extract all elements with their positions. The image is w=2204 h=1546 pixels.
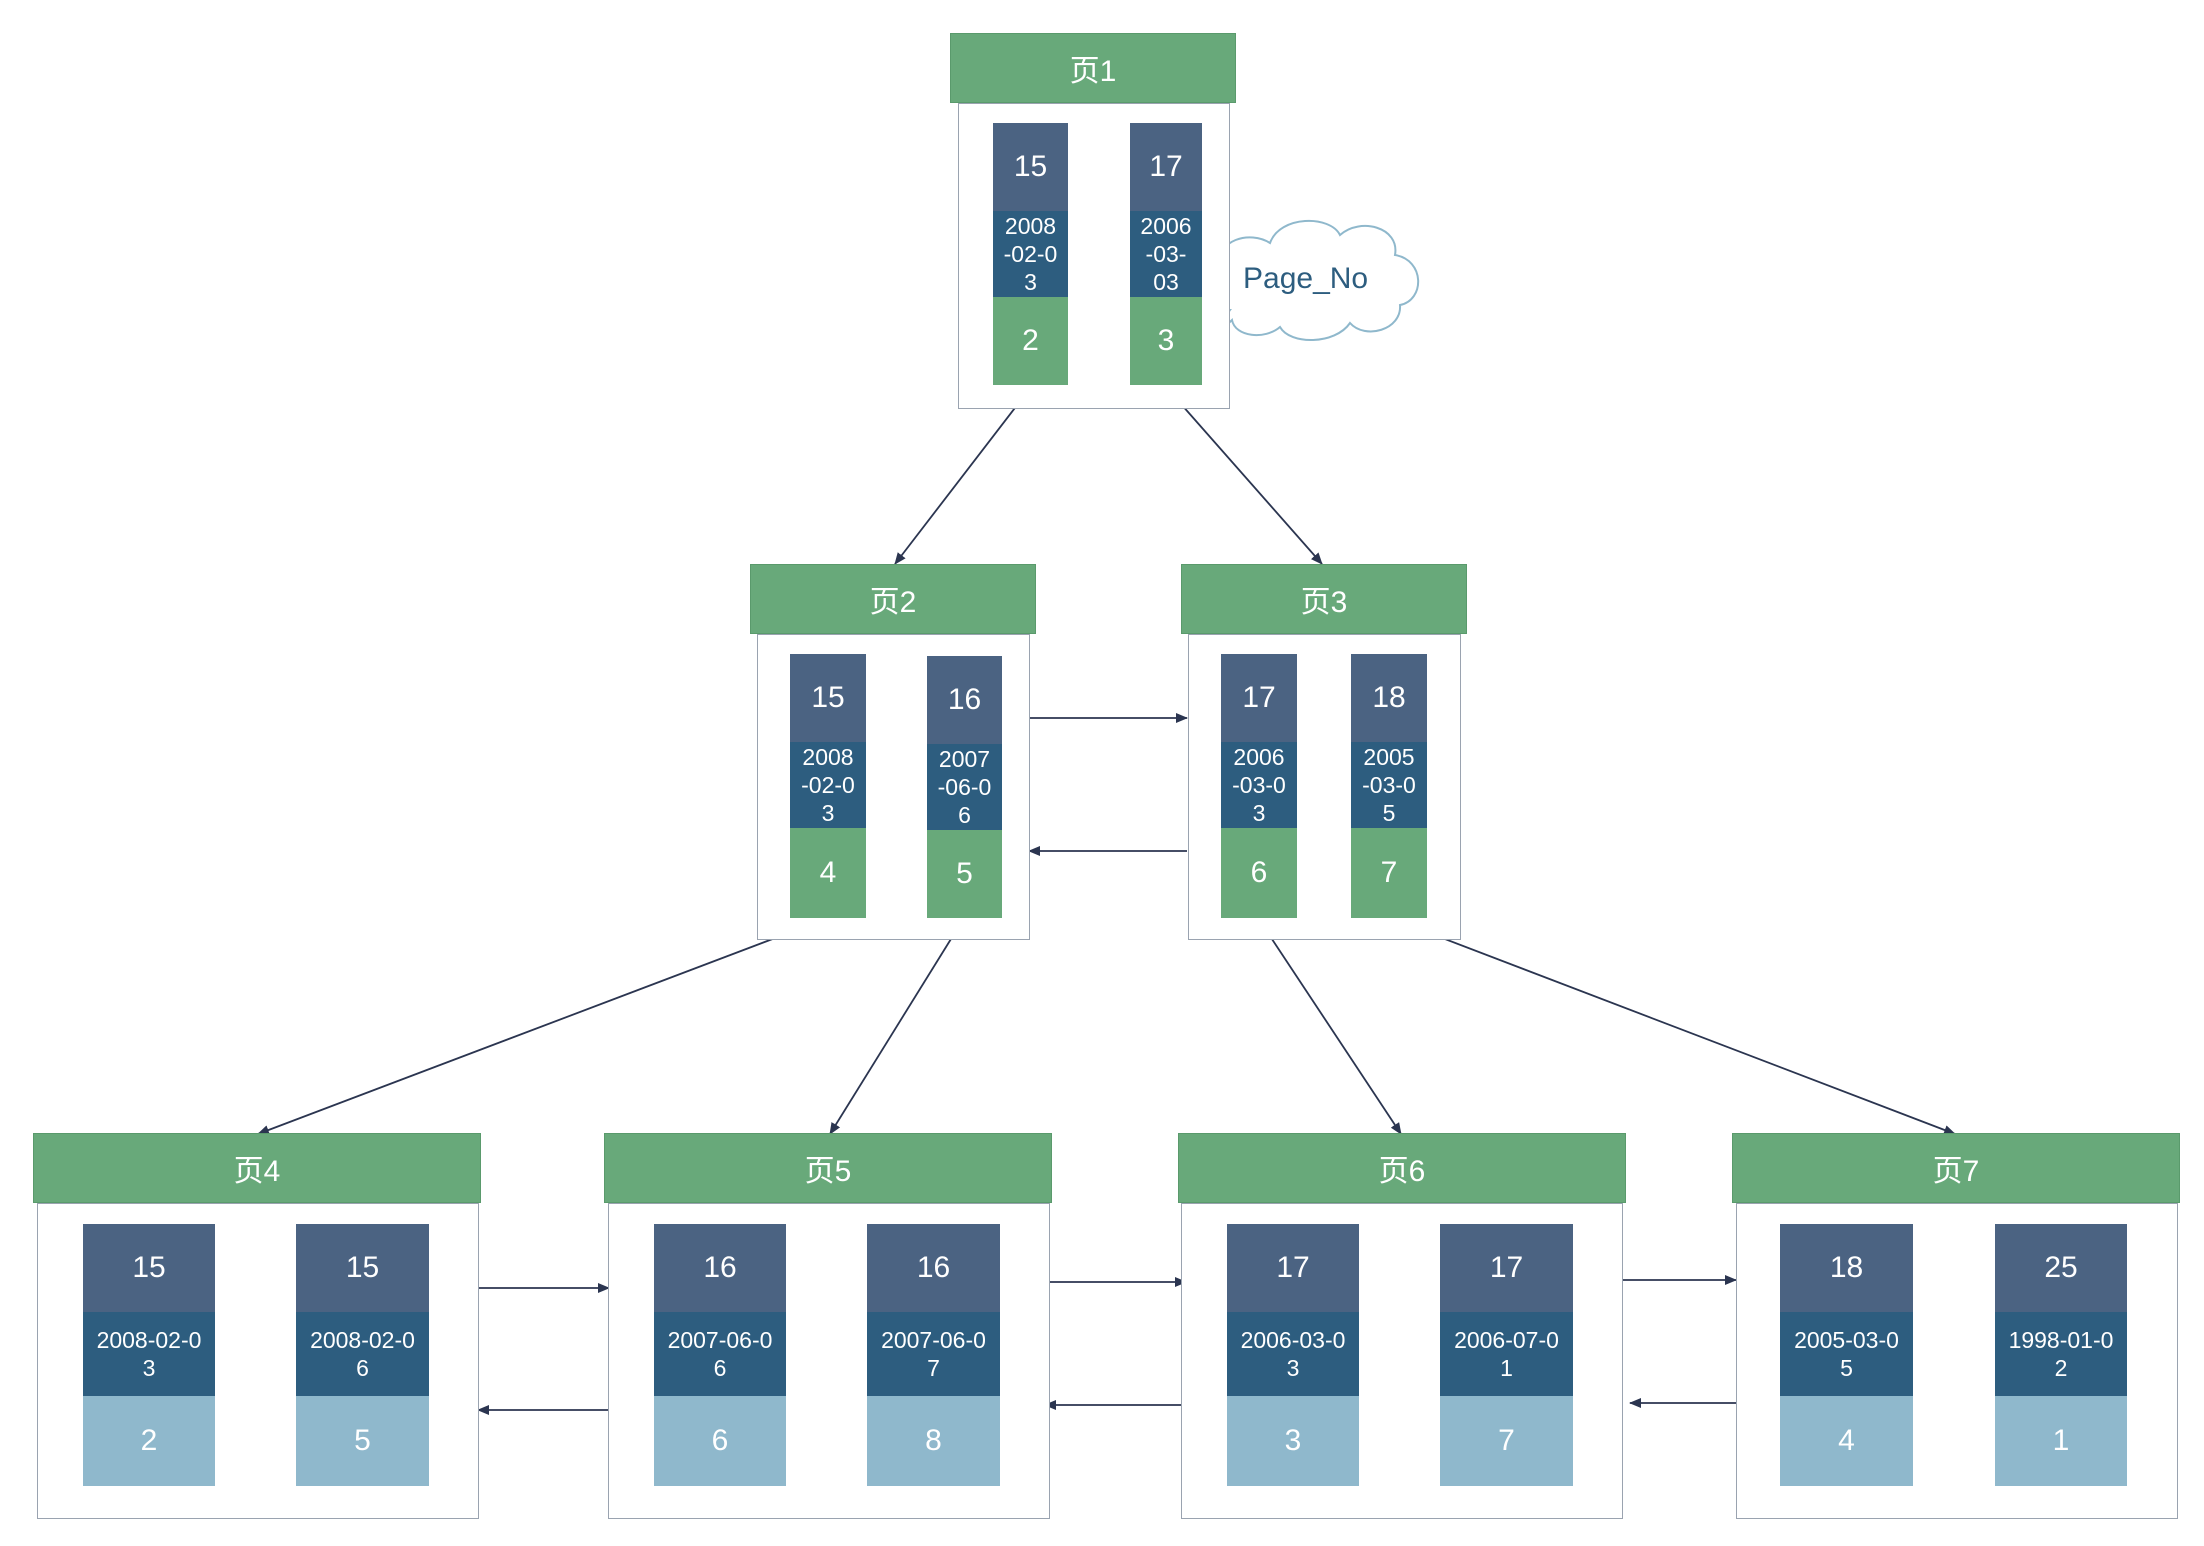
record-page-pointer: 5 <box>927 830 1002 918</box>
record-key: 16 <box>867 1224 1000 1312</box>
record-date: 2008-02-0 6 <box>296 1312 429 1396</box>
record-date: 2006 -03- 03 <box>1130 211 1202 297</box>
leaf-record: 15 2008-02-0 3 2 <box>83 1224 215 1486</box>
leaf-record: 18 2005-03-0 5 4 <box>1780 1224 1913 1486</box>
child-pointer-arrow <box>1165 386 1323 565</box>
record-key: 15 <box>790 654 866 742</box>
record-page-pointer: 2 <box>993 297 1068 385</box>
record-value: 7 <box>1440 1396 1573 1486</box>
child-pointer-arrow <box>829 917 965 1135</box>
child-pointer-arrow <box>257 917 829 1135</box>
record-page-pointer: 4 <box>790 828 866 918</box>
record-key: 15 <box>296 1224 429 1312</box>
child-pointer-arrow <box>894 386 1032 565</box>
record-value: 2 <box>83 1396 215 1486</box>
page-3-title: 页3 <box>1181 564 1467 634</box>
record-date: 2005-03-0 5 <box>1780 1312 1913 1396</box>
record-key: 17 <box>1130 123 1202 211</box>
page-2-title: 页2 <box>750 564 1036 634</box>
record-date: 2007-06-0 7 <box>867 1312 1000 1396</box>
record-page-pointer: 6 <box>1221 828 1297 918</box>
record-date: 2007-06-0 6 <box>654 1312 786 1396</box>
record-date: 2005 -03-0 5 <box>1351 742 1427 828</box>
record-value: 6 <box>654 1396 786 1486</box>
page-7-title: 页7 <box>1732 1133 2180 1203</box>
record-value: 5 <box>296 1396 429 1486</box>
record-date: 1998-01-0 2 <box>1995 1312 2127 1396</box>
index-record: 17 2006 -03-0 3 6 <box>1221 654 1297 918</box>
record-key: 18 <box>1780 1224 1913 1312</box>
leaf-record: 16 2007-06-0 6 6 <box>654 1224 786 1486</box>
record-value: 3 <box>1227 1396 1359 1486</box>
page-5-title: 页5 <box>604 1133 1052 1203</box>
record-date: 2008 -02-0 3 <box>790 742 866 828</box>
record-key: 17 <box>1227 1224 1359 1312</box>
record-date: 2008 -02-0 3 <box>993 211 1068 297</box>
record-value: 4 <box>1780 1396 1913 1486</box>
record-key: 18 <box>1351 654 1427 742</box>
record-key: 16 <box>654 1224 786 1312</box>
record-date: 2006-07-0 1 <box>1440 1312 1573 1396</box>
record-date: 2006 -03-0 3 <box>1221 742 1297 828</box>
leaf-record: 16 2007-06-0 7 8 <box>867 1224 1000 1486</box>
record-key: 17 <box>1221 654 1297 742</box>
record-key: 25 <box>1995 1224 2127 1312</box>
record-key: 15 <box>993 123 1068 211</box>
record-key: 17 <box>1440 1224 1573 1312</box>
leaf-record: 15 2008-02-0 6 5 <box>296 1224 429 1486</box>
index-record: 15 2008 -02-0 3 4 <box>790 654 866 918</box>
page-1-title: 页1 <box>950 33 1236 103</box>
record-value: 8 <box>867 1396 1000 1486</box>
child-pointer-arrow <box>1257 917 1402 1135</box>
record-value: 1 <box>1995 1396 2127 1486</box>
record-date: 2007 -06-0 6 <box>927 744 1002 830</box>
index-record: 18 2005 -03-0 5 7 <box>1351 654 1427 918</box>
leaf-record: 17 2006-07-0 1 7 <box>1440 1224 1573 1486</box>
leaf-record: 25 1998-01-0 2 1 <box>1995 1224 2127 1486</box>
page-4-title: 页4 <box>33 1133 481 1203</box>
leaf-record: 17 2006-03-0 3 3 <box>1227 1224 1359 1486</box>
record-page-pointer: 7 <box>1351 828 1427 918</box>
index-record: 16 2007 -06-0 6 5 <box>927 656 1002 918</box>
index-record: 17 2006 -03- 03 3 <box>1130 123 1202 385</box>
page-6-title: 页6 <box>1178 1133 1626 1203</box>
record-key: 16 <box>927 656 1002 744</box>
index-record: 15 2008 -02-0 3 2 <box>993 123 1068 385</box>
record-key: 15 <box>83 1224 215 1312</box>
record-page-pointer: 3 <box>1130 297 1202 385</box>
page-no-label: Page_No <box>1243 262 1369 295</box>
child-pointer-arrow <box>1389 917 1956 1135</box>
record-date: 2008-02-0 3 <box>83 1312 215 1396</box>
record-date: 2006-03-0 3 <box>1227 1312 1359 1396</box>
